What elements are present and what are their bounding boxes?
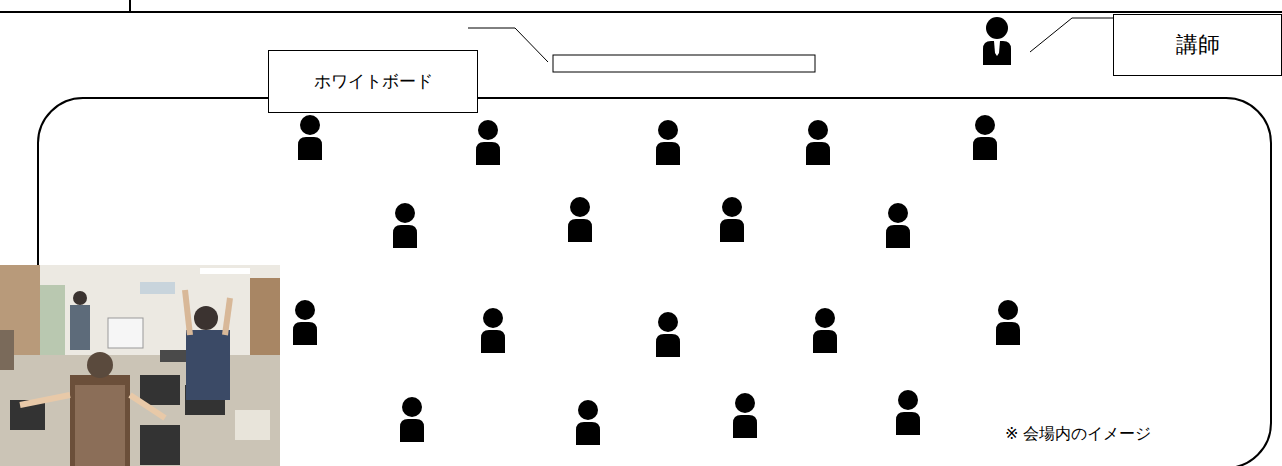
note-text: ※ 会場内のイメージ [1005,424,1152,445]
participant-icon [813,308,837,353]
participant-icon [973,115,997,160]
participant-icon [733,393,757,438]
participant-icon [720,197,744,242]
label-box: ホワイトボード [268,50,478,113]
participant-icon [896,390,920,435]
participant-icon [293,300,317,345]
people-group [293,17,1020,445]
leader-line [468,28,548,62]
participant-icon [400,397,424,442]
box-label: ホワイトボード [314,70,433,93]
participant-icon [393,203,417,248]
label-box: 講師 [1113,14,1282,76]
participant-icon [656,312,680,357]
frame-line [129,0,131,12]
participant-icon [298,115,322,160]
lecturer-icon [983,17,1011,65]
participant-icon [481,308,505,353]
participant-icon [996,300,1020,345]
leader-line [1030,18,1113,52]
participant-icon [476,120,500,165]
participant-icon [886,203,910,248]
participant-icon [576,400,600,445]
frame-line [0,11,1282,13]
participant-icon [656,120,680,165]
whiteboard-symbol [553,55,815,72]
participant-icon [568,197,592,242]
box-label: 講師 [1176,30,1220,60]
participant-icon [806,120,830,165]
room-photo [0,265,280,466]
